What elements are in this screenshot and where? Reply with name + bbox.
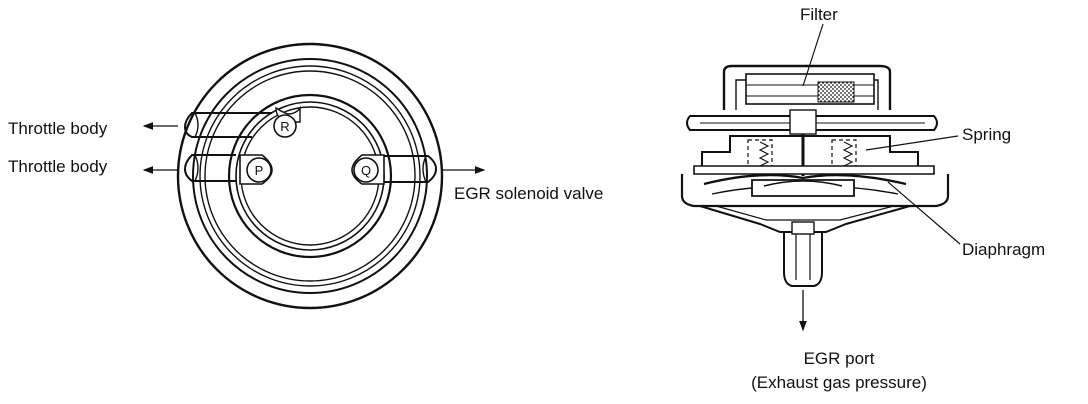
leader-diaphragm: [887, 181, 961, 245]
leader-spring: [865, 135, 959, 151]
port-r-label: R: [280, 119, 289, 134]
spring-left: [758, 141, 770, 167]
filter-mesh: [817, 81, 855, 103]
label-throttle-body-bottom: Throttle body: [8, 157, 108, 176]
label-diaphragm: Diaphragm: [962, 240, 1045, 259]
label-throttle-body-top: Throttle body: [8, 119, 108, 138]
port-r: R: [273, 105, 301, 138]
diaphragm: [703, 173, 907, 186]
port-p-label: P: [255, 163, 264, 178]
pipe-throttle-bottom: [183, 154, 236, 182]
filter-element: [745, 73, 875, 105]
pipe-throttle-top: [183, 112, 272, 138]
valve-cross-section: Filter Spring Diaphragm EGR port (Exhaus…: [680, 5, 1045, 392]
label-exhaust-gas-pressure: (Exhaust gas pressure): [751, 373, 927, 392]
label-egr-port: EGR port: [804, 349, 875, 368]
label-spring: Spring: [962, 125, 1011, 144]
valve-top-view: R P Q Throttle body Throttle body EGR so…: [8, 42, 603, 310]
spring-right: [842, 141, 854, 167]
leader-filter: [802, 23, 824, 87]
label-filter: Filter: [800, 5, 838, 24]
pipe-egr-solenoid: [384, 155, 438, 183]
label-egr-solenoid-valve: EGR solenoid valve: [454, 184, 603, 203]
port-q-label: Q: [361, 163, 371, 178]
port-p: P: [239, 154, 273, 185]
port-q: Q: [351, 154, 385, 185]
